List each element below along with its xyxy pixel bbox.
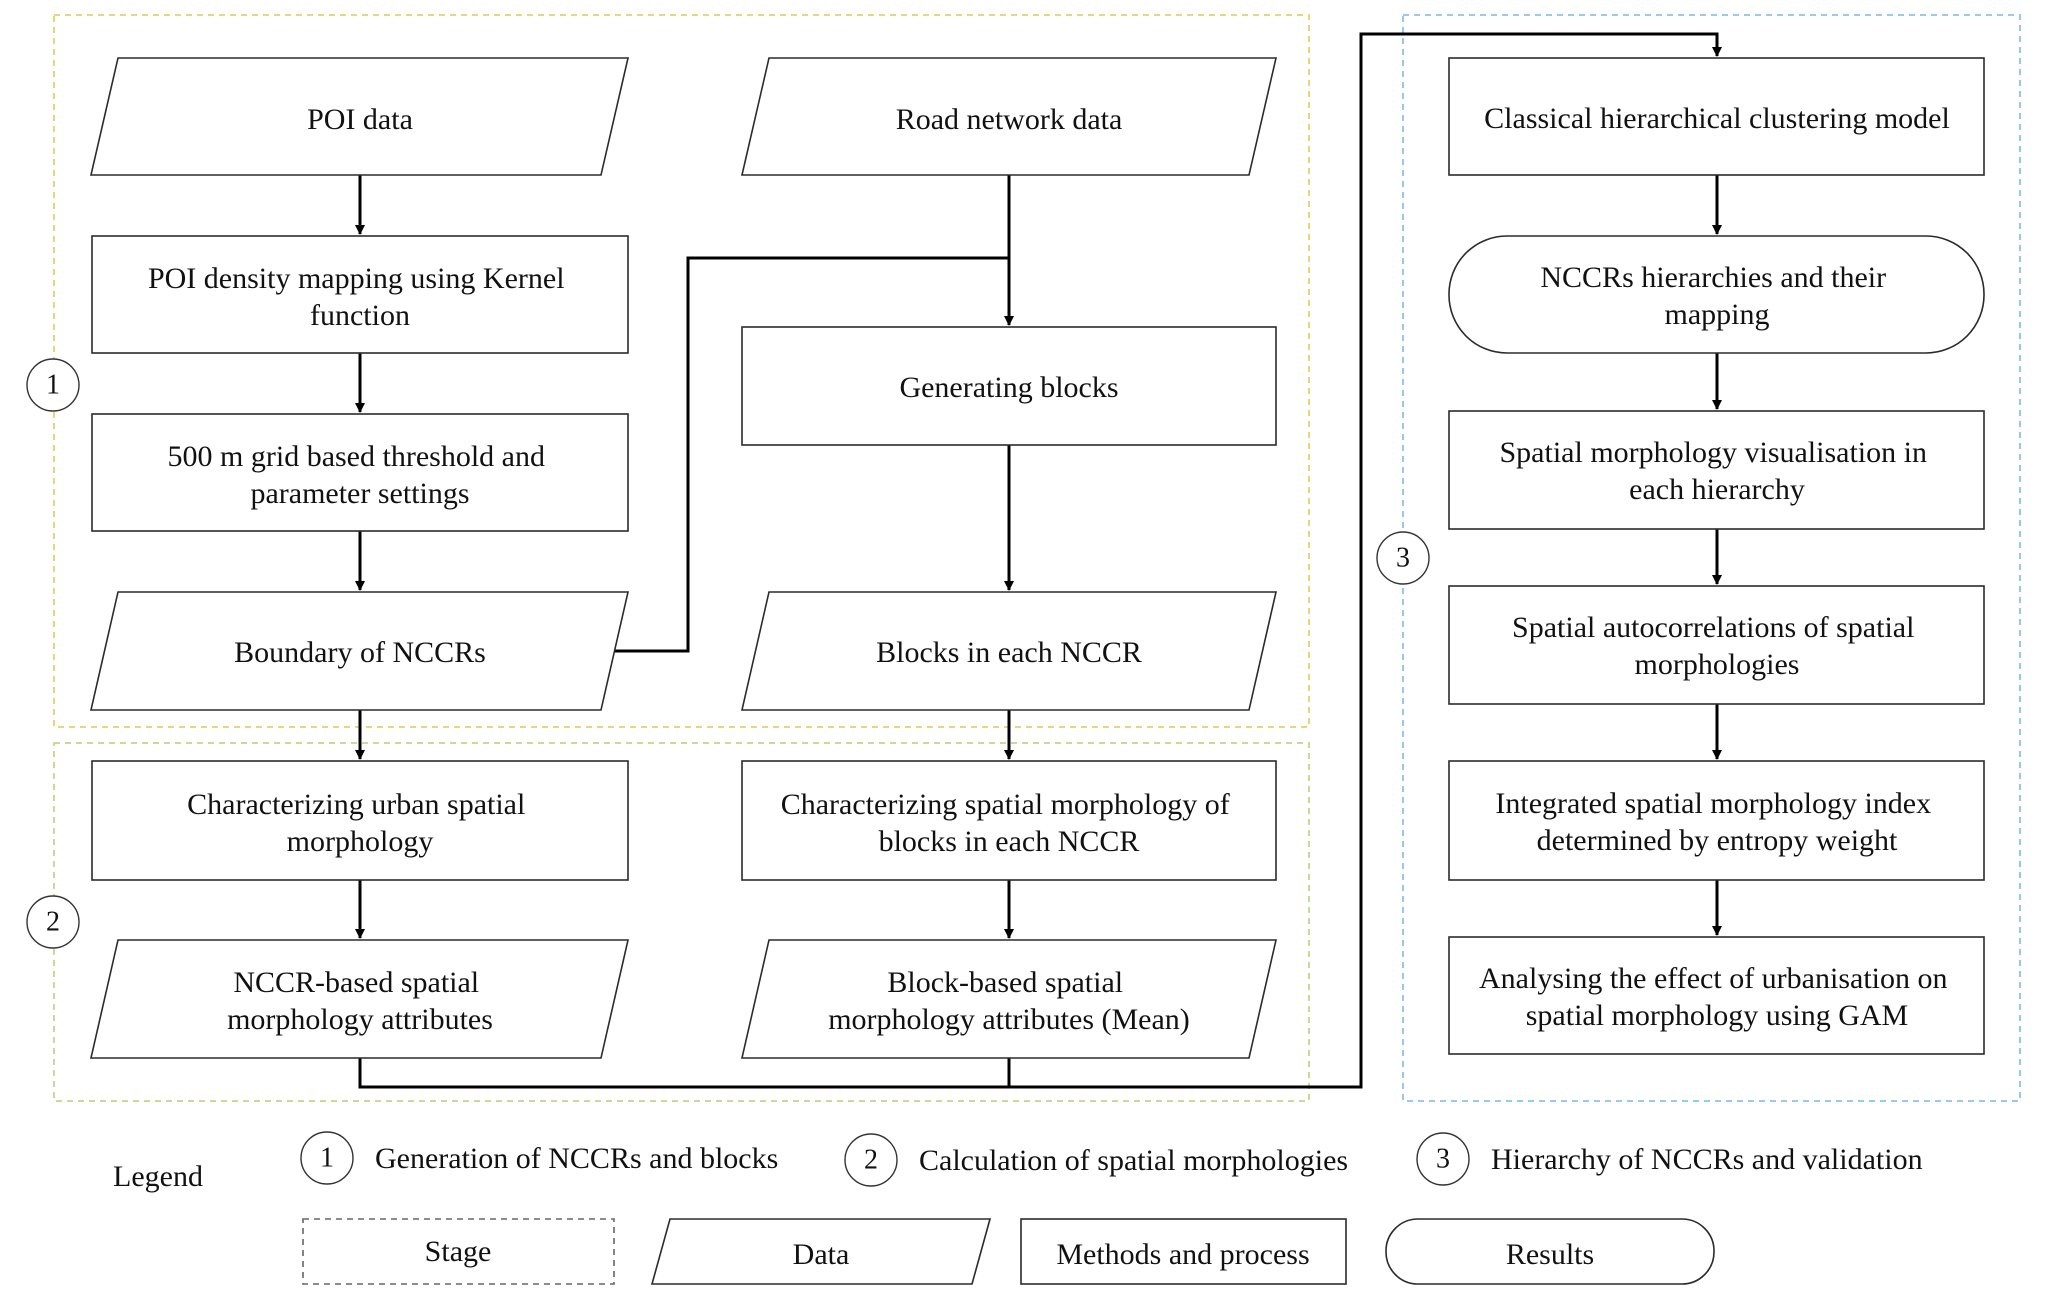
node-char-urban: Characterizing urban spatial morphology [91, 760, 629, 881]
node-road-network-data: Road network data [740, 57, 1278, 176]
legend-data-shape: Data [650, 1218, 992, 1285]
legend-data-shape-label: Data [793, 1238, 850, 1271]
legend-stage-shape-label: Stage [425, 1235, 492, 1268]
node-poi-density-text: POI density mapping using Kernel functio… [148, 262, 572, 332]
legend-stage-2-label: Calculation of spatial morphologies [919, 1144, 1348, 1177]
legend-stage-1-label: Generation of NCCRs and blocks [375, 1142, 778, 1175]
node-grid-threshold: 500 m grid based threshold and parameter… [91, 413, 629, 532]
legend-results-shape-label: Results [1506, 1238, 1594, 1271]
stage-3-marker-text: 3 [1396, 543, 1410, 574]
stage-2-marker-text: 2 [46, 907, 60, 938]
node-block-attrs-text: Block-based spatial morphology attribute… [828, 966, 1190, 1036]
legend-stage-2-marker: 2 [864, 1145, 878, 1176]
node-char-urban-text: Characterizing urban spatial morphology [187, 788, 533, 858]
legend-methods-shape: Methods and process [1020, 1218, 1347, 1285]
node-gam-text: Analysing the effect of urbanisation on … [1479, 962, 1955, 1032]
legend-stage-2: 2 Calculation of spatial morphologies [844, 1133, 1348, 1187]
node-char-blocks: Characterizing spatial morphology of blo… [741, 760, 1277, 881]
node-hierarchies-text: NCCRs hierarchies and their mapping [1540, 261, 1893, 331]
node-generating-blocks: Generating blocks [741, 326, 1277, 446]
node-road-network-data-text: Road network data [896, 103, 1123, 136]
node-nccr-attrs: NCCR-based spatial morphology attributes [89, 939, 630, 1059]
node-char-blocks-text: Characterizing spatial morphology of blo… [781, 788, 1238, 858]
node-autocorrelation-text: Spatial autocorrelations of spatial morp… [1512, 611, 1922, 681]
node-boundary-text: Boundary of NCCRs [234, 636, 486, 669]
node-visualisation-text: Spatial morphology visualisation in each… [1500, 436, 1935, 506]
node-autocorrelation: Spatial autocorrelations of spatial morp… [1448, 585, 1985, 705]
stage-2-marker: 2 [26, 895, 80, 949]
legend-title: Legend [113, 1160, 203, 1193]
node-generating-blocks-text: Generating blocks [899, 371, 1118, 404]
legend-stage-1-marker: 1 [320, 1143, 334, 1174]
legend-stage-3-marker: 3 [1436, 1144, 1450, 1175]
node-visualisation: Spatial morphology visualisation in each… [1448, 410, 1985, 530]
legend-stage-1: 1 Generation of NCCRs and blocks [300, 1131, 778, 1185]
connector-boundary-to-blocks [614, 256, 1009, 653]
legend-methods-shape-label: Methods and process [1056, 1238, 1309, 1271]
node-entropy-index-text: Integrated spatial morphology index dete… [1495, 787, 1938, 857]
node-clustering: Classical hierarchical clustering model [1448, 57, 1985, 176]
node-entropy-index: Integrated spatial morphology index dete… [1448, 760, 1985, 881]
node-nccr-attrs-text: NCCR-based spatial morphology attributes [227, 966, 493, 1036]
flow-connectors [355, 32, 1722, 1089]
node-grid-threshold-text: 500 m grid based threshold and parameter… [168, 440, 553, 510]
node-block-attrs: Block-based spatial morphology attribute… [740, 939, 1278, 1059]
legend-stage-3: 3 Hierarchy of NCCRs and validation [1416, 1132, 1923, 1186]
node-clustering-text: Classical hierarchical clustering model [1484, 102, 1950, 135]
node-blocks-in-nccr: Blocks in each NCCR [740, 591, 1278, 711]
legend-stage-shape: Stage [302, 1218, 615, 1285]
legend: Legend 1 Generation of NCCRs and blocks … [113, 1131, 1923, 1285]
stage-3-marker: 3 [1376, 531, 1430, 585]
node-poi-data-text: POI data [307, 103, 413, 136]
stage-1-marker-text: 1 [46, 370, 60, 401]
node-poi-data: POI data [89, 57, 630, 176]
node-boundary: Boundary of NCCRs [89, 591, 630, 711]
legend-stage-3-label: Hierarchy of NCCRs and validation [1491, 1143, 1923, 1176]
node-gam: Analysing the effect of urbanisation on … [1448, 936, 1985, 1055]
node-poi-density: POI density mapping using Kernel functio… [91, 235, 629, 354]
node-blocks-in-nccr-text: Blocks in each NCCR [876, 636, 1142, 669]
stage-1-marker: 1 [26, 358, 80, 412]
connector-attrs-to-clustering [358, 32, 1722, 1089]
legend-results-shape: Results [1385, 1218, 1715, 1285]
node-hierarchies: NCCRs hierarchies and their mapping [1448, 235, 1985, 354]
